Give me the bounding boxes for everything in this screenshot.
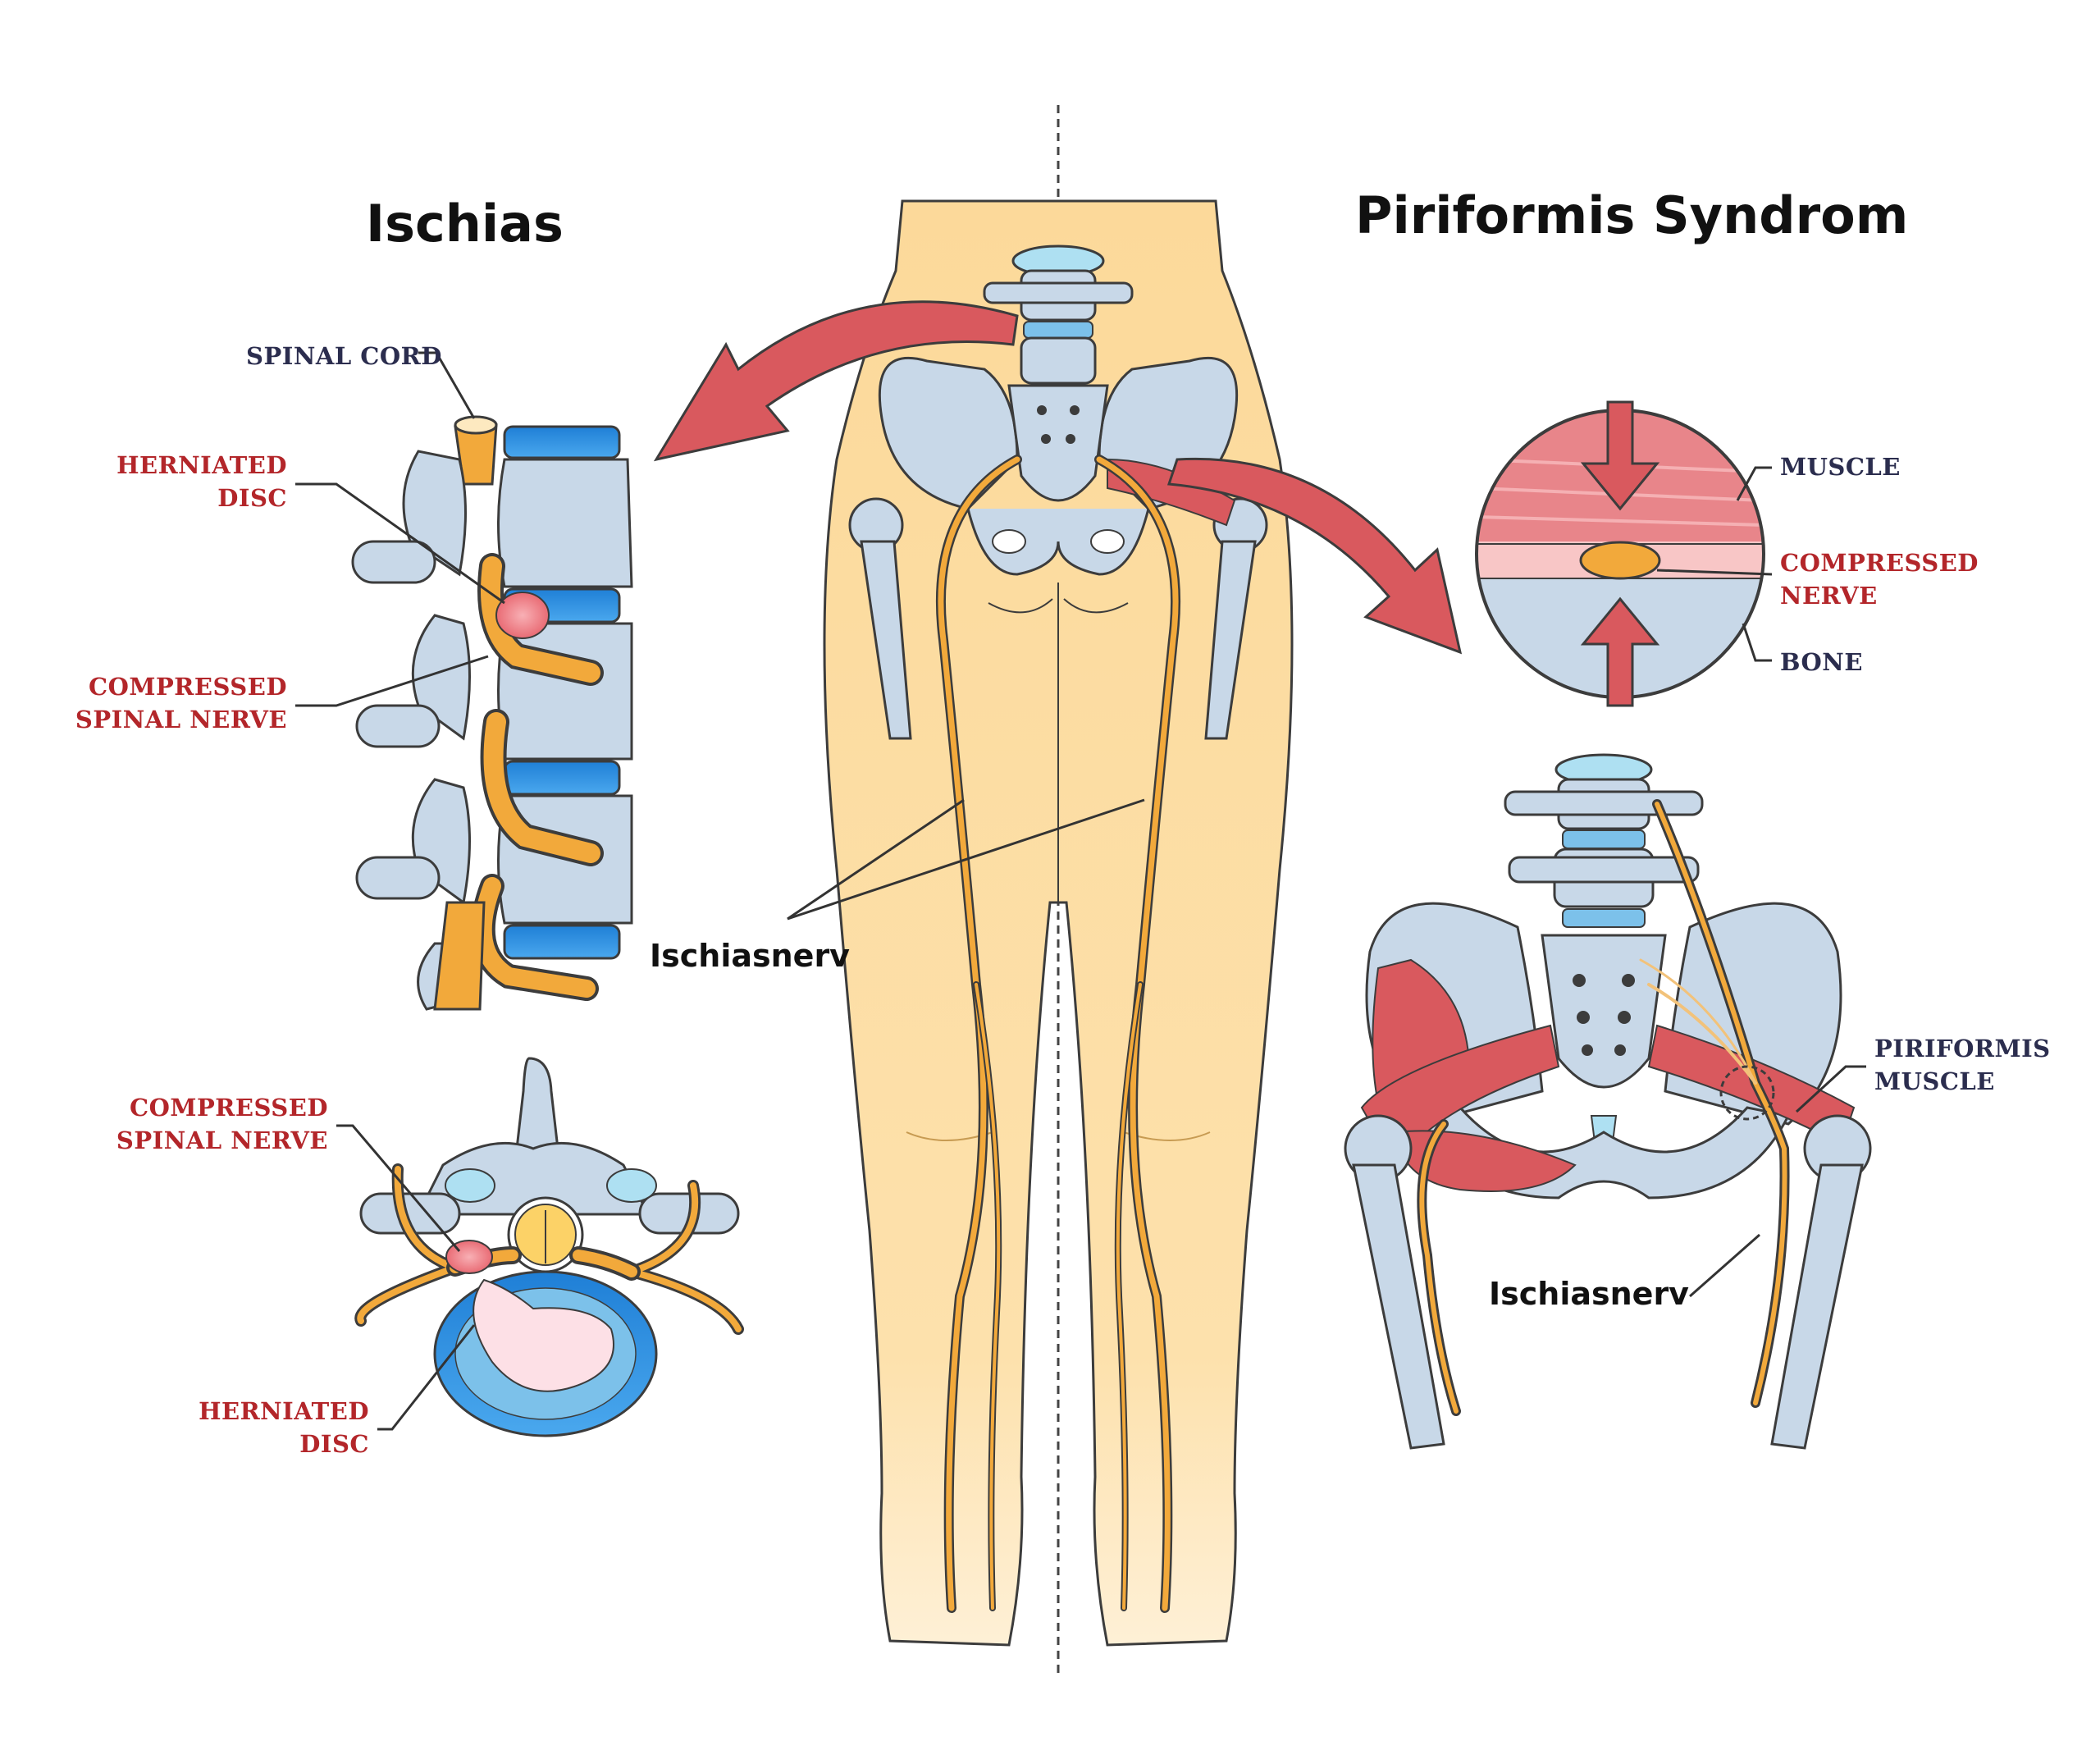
label-line: SPINAL NERVE [116,1126,328,1154]
label-herniated-disc-top: HERNIATED DISC [172,1395,369,1460]
label-piriformis-muscle: PIRIFORMIS MUSCLE [1874,1032,2051,1098]
label-line: SPINAL NERVE [75,706,287,733]
label-line: COMPRESSED [1780,549,1979,577]
arrow-to-right [1166,457,1463,655]
label-spinal-cord: SPINAL CORD [246,342,442,370]
label-ischiasnerv-pelvis: Ischiasnerv [1489,1276,1689,1312]
label-ischiasnerv-center: Ischiasnerv [650,938,850,974]
label-herniated-disc-side: HERNIATED DISC [98,449,287,514]
title-piriformis-syndrom: Piriformis Syndrom [1355,185,1909,245]
compression-circle [1475,400,1773,707]
vertebra-top-view [336,1057,744,1437]
label-line: NERVE [1780,582,1878,610]
arrow-to-left [653,300,1019,462]
label-line: HERNIATED [116,451,287,479]
title-ischias: Ischias [366,194,564,254]
center-pelvis [878,356,1239,576]
center-sciatic-nerves [935,455,1181,1613]
gluteal-fold-right [1063,598,1129,614]
center-ischiasnerv-leaders [787,798,1145,921]
label-line: DISC [217,484,287,512]
label-line: DISC [299,1430,369,1458]
label-line: COMPRESSED [89,673,287,701]
center-femurs [848,497,1268,740]
spine-side-view [295,351,633,1011]
label-compressed-nerve: COMPRESSED NERVE [1780,546,1979,612]
label-line: MUSCLE [1874,1067,1995,1095]
label-line: HERNIATED [199,1397,369,1425]
label-compressed-spinal-nerve-side: COMPRESSED SPINAL NERVE [66,670,287,736]
pelvis-piriformis-view [1344,753,1872,1450]
center-lumbar-spine [983,244,1134,385]
label-compressed-spinal-nerve-top: COMPRESSED SPINAL NERVE [107,1091,328,1157]
label-line: COMPRESSED [130,1094,328,1122]
label-muscle: MUSCLE [1780,453,1901,481]
label-line: PIRIFORMIS [1874,1035,2051,1062]
label-bone: BONE [1780,648,1863,676]
gluteal-fold-left [988,598,1053,614]
center-body [787,105,1294,1674]
